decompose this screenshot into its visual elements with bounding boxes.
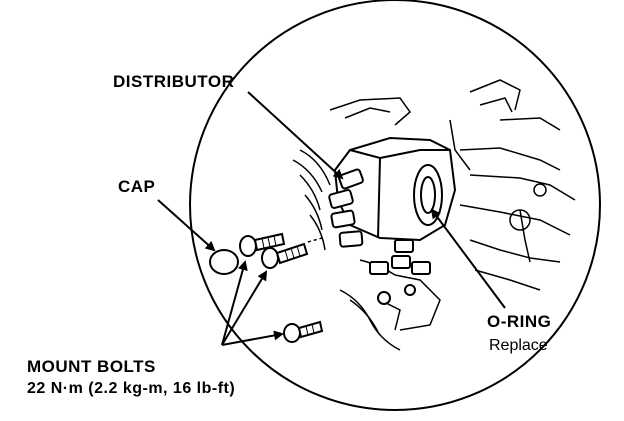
- distributor-label: DISTRIBUTOR: [113, 72, 235, 91]
- bolt-leader-lower: [221, 330, 284, 346]
- mount-bolts-label: MOUNT BOLTS: [27, 357, 156, 376]
- wiring-harness: [292, 149, 401, 351]
- mount-bolt-middle: [261, 237, 323, 269]
- distributor-leader: [247, 91, 344, 180]
- cap-leader: [157, 199, 216, 252]
- cap-label: CAP: [118, 177, 156, 196]
- torque-spec: 22 N·m (2.2 kg-m, 16 lb-ft): [27, 380, 236, 397]
- mount-bolt-lower: [283, 320, 324, 343]
- bolt-leader-middle: [221, 270, 268, 346]
- bolt-leader-upper: [221, 260, 248, 346]
- mount-bolt-upper: [239, 232, 286, 257]
- detail-circle: [189, 0, 601, 411]
- engine-block-lines: [329, 79, 576, 331]
- cap-part: [209, 249, 239, 275]
- oring-leader: [430, 208, 506, 309]
- leader-lines: [157, 91, 506, 346]
- distributor-body: [328, 136, 457, 305]
- o-ring-label: O-RING: [487, 312, 552, 331]
- o-ring-note: Replace: [489, 337, 548, 354]
